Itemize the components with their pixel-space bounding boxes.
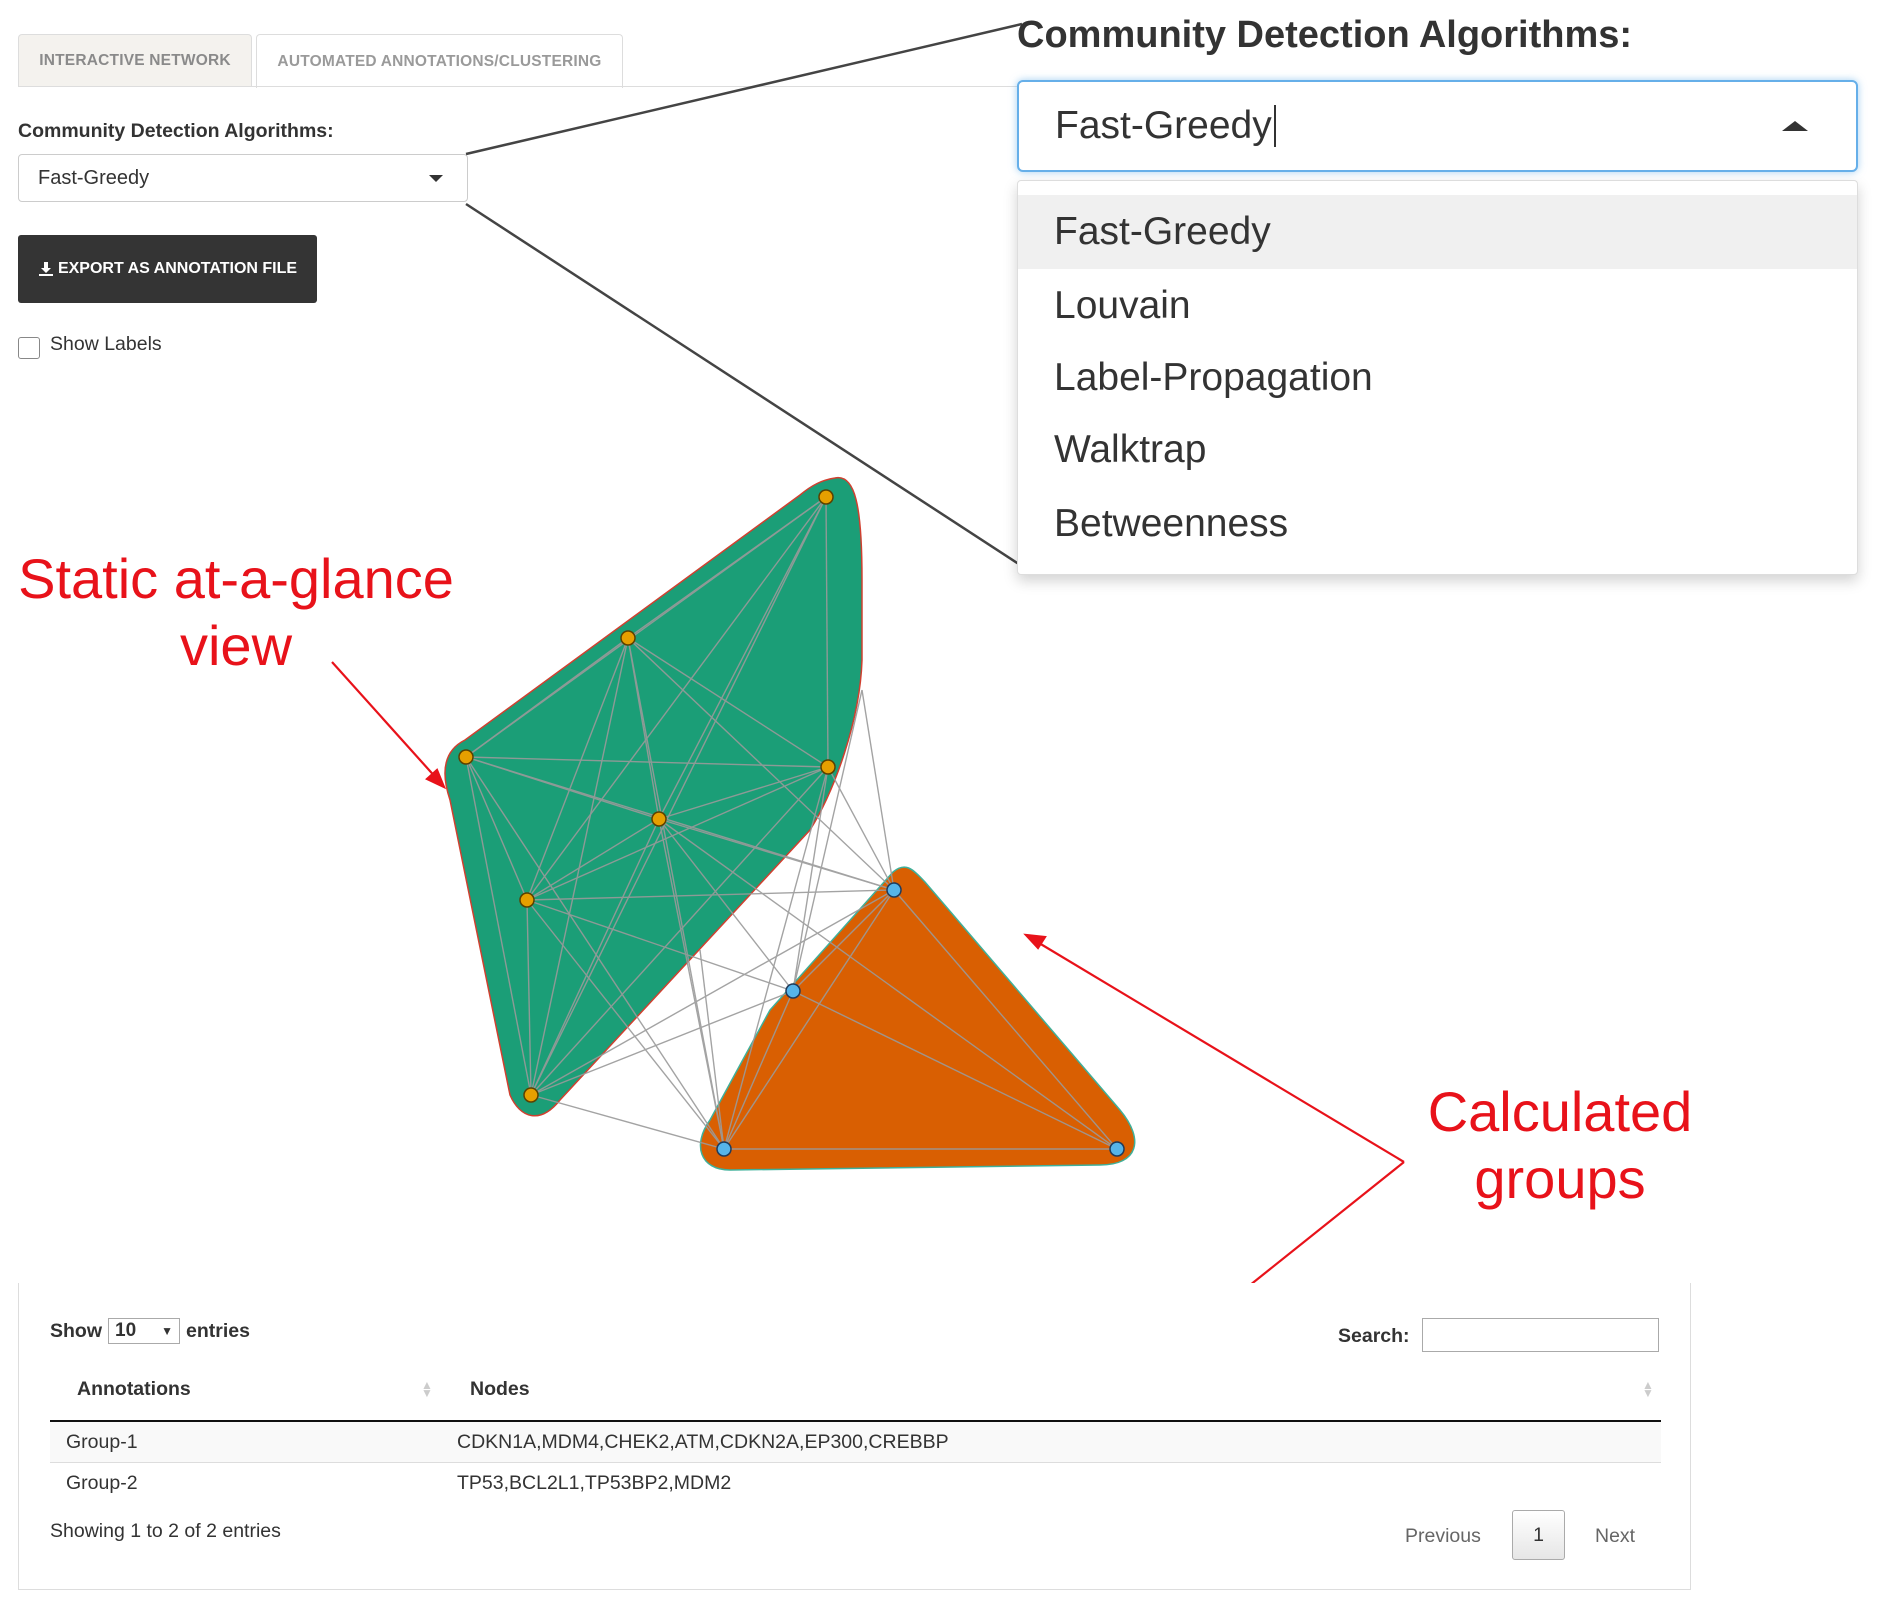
entries-label: entries xyxy=(186,1319,250,1342)
static-view-line-2: view xyxy=(179,614,293,678)
previous-page-button[interactable]: Previous xyxy=(1405,1525,1481,1547)
calculated-groups-line-1: Calculated xyxy=(1427,1080,1693,1143)
option-walktrap[interactable]: Walktrap xyxy=(1054,428,1207,471)
tab-divider xyxy=(18,86,1018,87)
table-row: Group-2 TP53,BCL2L1,TP53BP2,MDM2 xyxy=(50,1463,1661,1503)
export-annotation-button[interactable]: EXPORT AS ANNOTATION FILE xyxy=(18,235,317,303)
show-labels-label: Show Labels xyxy=(50,333,162,355)
page-length-select[interactable]: 10 ▼ xyxy=(108,1318,180,1344)
page-1-button[interactable]: 1 xyxy=(1512,1510,1565,1560)
zoomed-select-value: Fast-Greedy xyxy=(1055,104,1272,147)
zoomed-algorithm-label: Community Detection Algorithms: xyxy=(1017,14,1633,56)
option-louvain[interactable]: Louvain xyxy=(1054,284,1191,327)
page-length-control: Show 10 ▼ entries xyxy=(50,1318,250,1344)
algorithm-select[interactable]: Fast-Greedy xyxy=(18,154,468,202)
network-node xyxy=(651,811,667,827)
show-label: Show xyxy=(50,1319,102,1342)
network-node xyxy=(458,749,474,765)
network-node xyxy=(820,759,836,775)
tab-automated-annotations[interactable]: AUTOMATED ANNOTATIONS/CLUSTERING xyxy=(256,34,623,88)
network-edges xyxy=(465,496,1118,1150)
group-1-hull xyxy=(444,476,863,1117)
row-annotation: Group-1 xyxy=(66,1431,138,1453)
group-2-hull xyxy=(699,866,1136,1171)
show-labels-checkbox[interactable] xyxy=(18,337,40,359)
algorithm-label: Community Detection Algorithms: xyxy=(18,120,334,142)
calculated-groups-annotation: Calculated groups xyxy=(1405,1078,1715,1212)
tab-bar: INTERACTIVE NETWORK AUTOMATED ANNOTATION… xyxy=(18,34,1018,88)
algorithm-select-value: Fast-Greedy xyxy=(38,166,150,189)
next-page-button[interactable]: Next xyxy=(1595,1525,1636,1547)
table-header-divider xyxy=(50,1420,1661,1422)
export-button-label: EXPORT AS ANNOTATION FILE xyxy=(57,260,298,277)
static-view-annotation: Static at-a-glance view xyxy=(0,545,472,679)
row-nodes: CDKN1A,MDM4,CHEK2,ATM,CDKN2A,EP300,CREBB… xyxy=(457,1431,949,1453)
text-cursor xyxy=(1273,105,1276,147)
network-node xyxy=(620,630,636,646)
chevron-up-icon xyxy=(1782,121,1808,131)
group-1-nodes xyxy=(458,489,836,1103)
network-node xyxy=(818,489,834,505)
calculated-groups-line-2: groups xyxy=(1474,1147,1646,1211)
search-label: Search: xyxy=(1338,1325,1410,1347)
table-row: Group-1 CDKN1A,MDM4,CHEK2,ATM,CDKN2A,EP3… xyxy=(50,1422,1661,1463)
option-betweenness[interactable]: Betweenness xyxy=(1054,502,1289,545)
network-node xyxy=(519,892,535,908)
sort-icon[interactable]: ▲▼ xyxy=(421,1378,433,1400)
chevron-down-icon xyxy=(429,175,443,182)
static-view-line-1: Static at-a-glance xyxy=(18,547,454,610)
download-icon xyxy=(38,262,53,276)
network-node xyxy=(886,882,902,898)
network-node xyxy=(785,983,801,999)
sort-icon[interactable]: ▲▼ xyxy=(1642,1378,1654,1400)
page-length-value: 10 xyxy=(115,1320,137,1341)
chevron-down-icon: ▼ xyxy=(161,1324,173,1338)
tab-interactive-network[interactable]: INTERACTIVE NETWORK xyxy=(18,34,252,87)
table-info: Showing 1 to 2 of 2 entries xyxy=(50,1520,281,1542)
option-fast-greedy[interactable]: Fast-Greedy xyxy=(1018,195,1857,269)
column-header-nodes[interactable]: Nodes xyxy=(470,1378,530,1400)
search-input[interactable] xyxy=(1422,1318,1659,1352)
group-2-nodes xyxy=(716,882,1125,1157)
row-annotation: Group-2 xyxy=(66,1472,138,1494)
option-label-propagation[interactable]: Label-Propagation xyxy=(1054,356,1373,399)
row-nodes: TP53,BCL2L1,TP53BP2,MDM2 xyxy=(457,1472,732,1494)
zoomed-algorithm-select[interactable]: Fast-Greedy xyxy=(1017,80,1858,172)
column-header-annotations[interactable]: Annotations xyxy=(77,1378,191,1400)
network-node xyxy=(1109,1141,1125,1157)
network-node xyxy=(523,1087,539,1103)
network-node xyxy=(716,1141,732,1157)
algorithm-dropdown-menu: Fast-Greedy Louvain Label-Propagation Wa… xyxy=(1017,180,1858,575)
